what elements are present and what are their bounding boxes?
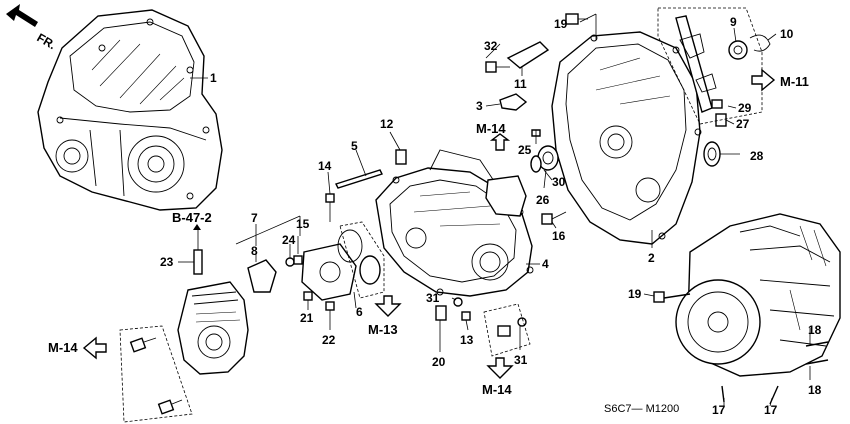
- callout-9: 9: [730, 15, 737, 29]
- dowel-pipe: [335, 169, 383, 189]
- bolt-22: [325, 301, 335, 311]
- bolt-plug-box-part: [497, 325, 511, 337]
- callout-18b: 18: [808, 383, 822, 397]
- callout-31a: 31: [426, 291, 440, 305]
- clutch-housing: [551, 31, 702, 245]
- oil-seal: [703, 141, 721, 167]
- oil-plug: [435, 305, 447, 321]
- ref-m14-top: M-14: [476, 121, 506, 136]
- callout-28: 28: [750, 149, 764, 163]
- bolt-group-box: [119, 325, 193, 423]
- callout-2: 2: [648, 251, 655, 265]
- callout-7: 7: [251, 211, 258, 225]
- sensor-23: [193, 226, 203, 275]
- front-direction-arrow-icon: [6, 4, 38, 27]
- callout-32: 32: [484, 39, 498, 53]
- bolt-16: [541, 211, 567, 225]
- leader-lines: [178, 13, 811, 407]
- callout-15: 15: [296, 217, 310, 231]
- bolt-14: [325, 193, 335, 222]
- callout-4: 4: [542, 257, 549, 271]
- callout-24: 24: [282, 233, 296, 247]
- callout-21: 21: [300, 311, 314, 325]
- ref-m13: M-13: [368, 322, 398, 337]
- seal-group-box: [339, 221, 385, 299]
- gasket: [485, 175, 527, 217]
- circlip-seal: [359, 255, 381, 285]
- clamp-bracket: [506, 41, 550, 69]
- snap-ring-clip: [749, 34, 771, 52]
- engine-assembly: [675, 213, 841, 377]
- bolt-21: [303, 291, 313, 301]
- callout-1: 1: [210, 71, 217, 85]
- harness-bracket: [247, 259, 277, 293]
- ref-arrow-right-icon: [751, 68, 776, 92]
- boot: [711, 99, 723, 109]
- ref-arrow-down-icon: [374, 295, 402, 317]
- ref-arrow-up-small-icon: [193, 224, 201, 230]
- callout-27: 27: [736, 117, 750, 131]
- intermediate-case: [375, 149, 534, 297]
- callout-22: 22: [322, 333, 336, 347]
- shift-arm: [728, 40, 748, 60]
- callout-17b: 17: [764, 403, 778, 417]
- callout-5: 5: [351, 139, 358, 153]
- callout-19b: 19: [628, 287, 642, 301]
- o-ring: [530, 155, 542, 173]
- callout-30: 30: [552, 175, 566, 189]
- end-cover-housing: [177, 281, 249, 375]
- bearing: [537, 145, 559, 171]
- callout-10: 10: [780, 27, 794, 41]
- ref-arrow-left-icon: [82, 336, 107, 360]
- direction-label: FR.: [35, 30, 59, 52]
- callout-labels: 1 2 3 4 5 6 7 8 9 10 11 12 13 14 15 16 1…: [160, 15, 822, 417]
- bolt-32: [485, 61, 510, 73]
- callout-11: 11: [514, 77, 527, 91]
- bolt-15: [293, 255, 303, 265]
- callout-8: 8: [251, 244, 258, 258]
- drain-plug: [395, 149, 407, 165]
- washer: [285, 257, 295, 267]
- callout-16: 16: [552, 229, 566, 243]
- callout-23: 23: [160, 255, 174, 269]
- ref-arrow-down-bottom-icon: [486, 357, 514, 379]
- plug-group-box: [483, 303, 531, 357]
- ref-arrow-up-icon: [489, 133, 511, 151]
- callout-14: 14: [318, 159, 332, 173]
- callout-26: 26: [536, 193, 550, 207]
- callout-3: 3: [476, 99, 483, 113]
- shift-shaft-group-box: [657, 7, 763, 125]
- callout-19a: 19: [554, 17, 568, 31]
- washer-31b: [517, 317, 527, 327]
- ref-m11: M-11: [780, 74, 809, 89]
- reference-labels: B-47-2 M-14 M-14 M-14 M-13 M-11: [48, 74, 809, 397]
- diagram-code: S6C7— M1200: [604, 403, 679, 415]
- ref-m14-left: M-14: [48, 340, 78, 355]
- ref-b47-2: B-47-2: [172, 210, 212, 225]
- callout-29: 29: [738, 101, 752, 115]
- callout-17a: 17: [712, 403, 726, 417]
- transmission-housing-assembly: [37, 9, 223, 211]
- callout-6: 6: [356, 305, 363, 319]
- housing-bolts: [129, 337, 183, 415]
- callout-13: 13: [460, 333, 474, 347]
- callout-25: 25: [518, 143, 532, 157]
- stay-bracket: [499, 93, 528, 111]
- callout-18a: 18: [808, 323, 822, 337]
- callout-31b: 31: [514, 353, 528, 367]
- callout-20: 20: [432, 355, 446, 369]
- ref-m14-bottom: M-14: [482, 382, 512, 397]
- bolt-19-top: [565, 13, 588, 25]
- callout-12: 12: [380, 117, 394, 131]
- bolt-13: [461, 311, 471, 321]
